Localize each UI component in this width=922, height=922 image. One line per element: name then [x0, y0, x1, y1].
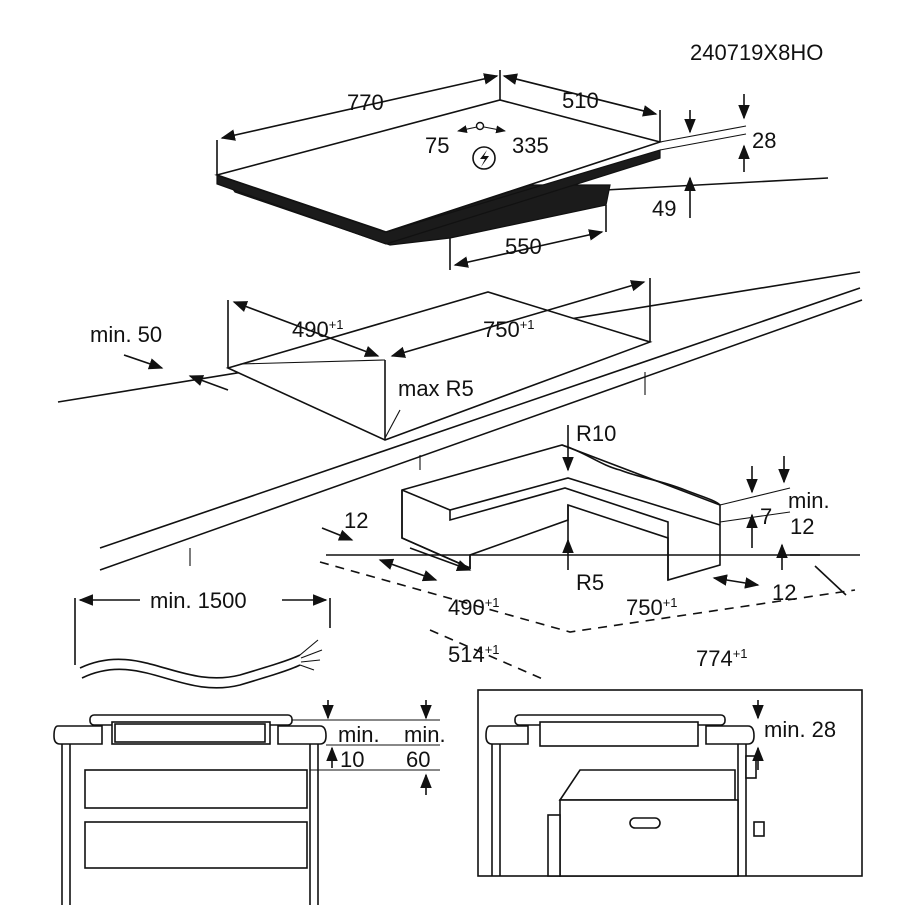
frame-outer-width-label: 774+1	[696, 646, 748, 671]
hob-glass-top	[214, 99, 663, 233]
cutout-opening	[225, 291, 653, 441]
frame-offset-right-label: 12	[772, 580, 796, 605]
drawer-min-a-label: min.	[338, 722, 380, 747]
cutout-depth-label: 490+1	[292, 317, 344, 342]
frame-min-value: 12	[790, 514, 814, 539]
frame-drawing	[319, 425, 860, 681]
frame-min-label: min.	[788, 488, 830, 513]
code-label: 240719X8HO	[690, 40, 823, 65]
drawer-value-a-label: 10	[340, 747, 364, 772]
drawer-min-b-label: min.	[404, 722, 446, 747]
cable-drawing	[74, 594, 331, 689]
hob-width-label: 770	[347, 90, 384, 115]
oven-clearance-label: min. 28	[764, 717, 836, 742]
connection-distance-label: 335	[512, 133, 549, 158]
drawer-value-b-label: 60	[406, 747, 430, 772]
install-drawer-drawing	[53, 700, 440, 905]
hob-drawing	[214, 70, 829, 270]
cutout-width-label: 750+1	[483, 317, 535, 342]
cable-length-label: min. 1500	[150, 588, 247, 613]
cutout-min-edge-label: min. 50	[90, 322, 162, 347]
cutout-radius-label: max R5	[398, 376, 474, 401]
connection-point	[475, 121, 485, 131]
lightning-icon	[472, 146, 496, 170]
frame-outer-radius-label: R10	[576, 421, 616, 446]
frame-outer-depth-label: 514+1	[448, 642, 500, 667]
connection-offset-label: 75	[425, 133, 449, 158]
frame-offset-left-label: 12	[344, 508, 368, 533]
frame-inner-depth-label: 490+1	[448, 595, 500, 620]
cutout-drawing	[57, 271, 863, 571]
hob-thickness-label: 28	[752, 128, 776, 153]
frame-inner-width-label: 750+1	[626, 595, 678, 620]
hob-body-width-label: 550	[505, 234, 542, 259]
frame-inner-radius-label: R5	[576, 570, 604, 595]
install-oven-drawing	[477, 689, 863, 877]
frame-depth-inner-label: 7	[760, 504, 772, 529]
hob-body-height-label: 49	[652, 196, 676, 221]
hob-depth-label: 510	[562, 88, 599, 113]
